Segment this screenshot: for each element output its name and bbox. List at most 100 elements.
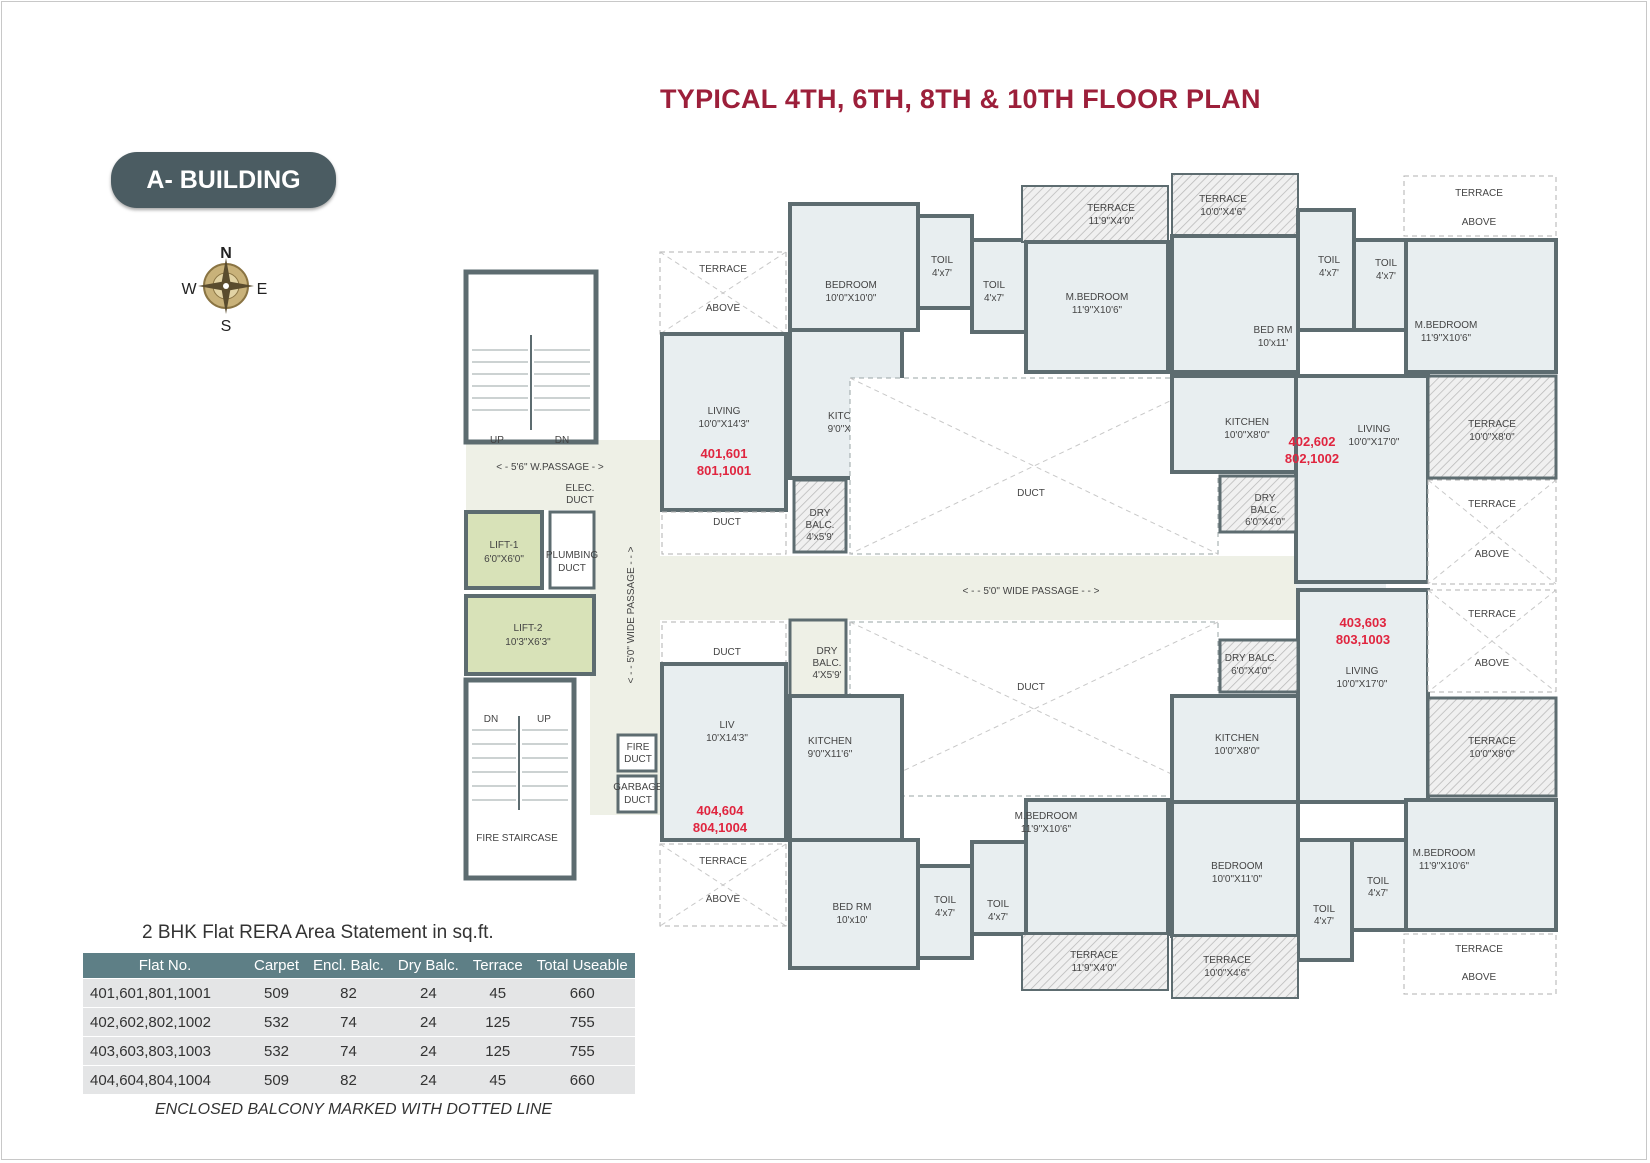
staircase-block: UP DN < - 5'6" W.PASSAGE - > ELEC. DUCT … bbox=[463, 269, 663, 881]
lift-2 bbox=[464, 594, 596, 676]
table-header-row: Flat No. Carpet Encl. Balc. Dry Balc. Te… bbox=[83, 953, 635, 979]
kitchen-label: KITCHEN bbox=[808, 736, 852, 747]
rera-area-table: Flat No. Carpet Encl. Balc. Dry Balc. Te… bbox=[83, 953, 635, 1094]
compass-n: N bbox=[220, 245, 232, 262]
terrace-2-label: TERRACE bbox=[1087, 203, 1135, 214]
dry-balc-label: DRY bbox=[810, 508, 831, 519]
flat-number: 402,602 bbox=[1289, 434, 1336, 449]
flat-number-2: 801,1001 bbox=[697, 463, 751, 478]
terrace-side-label: TERRACE bbox=[1468, 419, 1516, 430]
toilet-2-label: TOIL bbox=[983, 280, 1005, 291]
central-ducts: DUCT DUCT < - - 5'0" WIDE PASSAGE - - > bbox=[849, 377, 1219, 797]
master-bedroom-label: M.BEDROOM bbox=[1066, 292, 1129, 303]
toilet-2-label: TOIL bbox=[987, 899, 1009, 910]
terrace-2-label: TERRACE bbox=[1070, 950, 1118, 961]
toilet-1-label: TOIL bbox=[1367, 876, 1389, 887]
living-label: LIV bbox=[719, 720, 734, 731]
terrace-open-label: TERRACE bbox=[1468, 499, 1516, 510]
fire-stair-up: UP bbox=[537, 714, 551, 725]
toilet-2-label: TOIL bbox=[1375, 258, 1397, 269]
cell-terrace: 45 bbox=[465, 978, 530, 1008]
table-row: 402,602,802,1002 532 74 24 125 755 bbox=[83, 1007, 635, 1037]
cell-terrace: 125 bbox=[465, 1036, 530, 1066]
terrace-right-label: TERRACE bbox=[1455, 944, 1503, 955]
cell-dry: 24 bbox=[390, 1036, 466, 1066]
living-size: 10'X14'3" bbox=[706, 733, 748, 744]
master-bedroom-size: 11'9"X10'6" bbox=[1021, 824, 1072, 835]
master-bedroom-label: M.BEDROOM bbox=[1413, 848, 1476, 859]
toilet-1-size: 4'x7' bbox=[932, 268, 952, 279]
master-bedroom-size: 11'9"X10'6" bbox=[1419, 861, 1470, 872]
flat-number: 404,604 bbox=[697, 803, 745, 818]
header-flat-no: Flat No. bbox=[83, 953, 247, 979]
master-bedroom-size: 11'9"X10'6" bbox=[1421, 333, 1472, 344]
kitchen-label: KITCHEN bbox=[1225, 417, 1269, 428]
bedroom-label: BED RM bbox=[1254, 325, 1293, 336]
flat-number-2: 802,1002 bbox=[1285, 451, 1339, 466]
duct-top-label: DUCT bbox=[1017, 488, 1045, 499]
duct-small-top: DUCT bbox=[713, 517, 741, 528]
cell-dry: 24 bbox=[390, 1065, 466, 1094]
cell-total: 755 bbox=[529, 1036, 635, 1066]
living-label: LIVING bbox=[1346, 666, 1379, 677]
terrace-open-label: TERRACE bbox=[1468, 609, 1516, 620]
fire-staircase-label: FIRE STAIRCASE bbox=[476, 833, 558, 844]
terrace-bottom-label: TERRACE bbox=[1203, 955, 1251, 966]
header-total: Total Useable bbox=[529, 953, 635, 979]
cell-encl: 82 bbox=[306, 978, 391, 1008]
elec-label: ELEC. bbox=[566, 483, 595, 494]
cell-terrace: 45 bbox=[465, 1065, 530, 1094]
terrace-right-above: ABOVE bbox=[1462, 217, 1497, 228]
stair-dn-label: DN bbox=[555, 435, 569, 446]
cell-carpet: 509 bbox=[247, 978, 307, 1008]
cell-encl: 74 bbox=[306, 1007, 391, 1037]
flat-number: 403,603 bbox=[1340, 615, 1387, 630]
dry-balc-size: 4'x5'9' bbox=[806, 532, 834, 543]
terrace-open-above: ABOVE bbox=[1475, 549, 1510, 560]
header-encl-balc: Encl. Balc. bbox=[306, 953, 391, 979]
lift-2-label: LIFT-2 bbox=[514, 623, 543, 634]
bedroom-size: 10'0"X11'0" bbox=[1212, 874, 1263, 885]
cell-terrace: 125 bbox=[465, 1007, 530, 1037]
kitchen-size: 10'0"X8'0" bbox=[1224, 430, 1270, 441]
dry-balc-size: 6'0"X4'0" bbox=[1245, 517, 1285, 528]
table-title: 2 BHK Flat RERA Area Statement in sq.ft. bbox=[142, 922, 494, 943]
bedroom-size: 10'0"X10'0" bbox=[826, 293, 877, 304]
table-row: 404,604,804,1004 509 82 24 45 660 bbox=[83, 1065, 635, 1094]
cell-carpet: 509 bbox=[247, 1065, 307, 1094]
compass-icon: N S W E bbox=[181, 245, 267, 335]
w-passage-label: < - 5'6" W.PASSAGE - > bbox=[496, 462, 604, 473]
terrace-right-above: ABOVE bbox=[1462, 972, 1497, 983]
toilet-1-label: TOIL bbox=[934, 895, 956, 906]
wide-passage-label: < - - 5'0" WIDE PASSAGE - - > bbox=[963, 586, 1100, 597]
cell-flat: 404,604,804,1004 bbox=[83, 1065, 247, 1094]
plan-title: TYPICAL 4TH, 6TH, 8TH & 10TH FLOOR PLAN bbox=[660, 84, 1261, 114]
central-passage bbox=[660, 556, 1296, 620]
terrace-label: TERRACE bbox=[699, 264, 747, 275]
terrace-right-label: TERRACE bbox=[1455, 188, 1503, 199]
master-bedroom-size: 11'9"X10'6" bbox=[1072, 305, 1123, 316]
compass-s: S bbox=[221, 318, 232, 335]
flat-number-2: 803,1003 bbox=[1336, 632, 1390, 647]
terrace-top-label: TERRACE bbox=[1199, 194, 1247, 205]
terrace-bottom-size: 10'0"X4'6" bbox=[1204, 968, 1250, 979]
balcony-note: ENCLOSED BALCONY MARKED WITH DOTTED LINE bbox=[155, 1101, 553, 1118]
toilet-2-label: TOIL bbox=[1313, 904, 1335, 915]
compass-w: W bbox=[181, 281, 197, 298]
fire-duct-label: FIRE bbox=[627, 742, 650, 753]
cell-total: 660 bbox=[529, 978, 635, 1008]
dry-balc-label: DRY bbox=[817, 646, 838, 657]
toilet-1-size: 4'x7' bbox=[935, 908, 955, 919]
cell-total: 755 bbox=[529, 1007, 635, 1037]
cell-encl: 82 bbox=[306, 1065, 391, 1094]
terrace-top-size: 10'0"X4'6" bbox=[1200, 207, 1246, 218]
terrace-above-label: ABOVE bbox=[706, 894, 741, 905]
cell-dry: 24 bbox=[390, 978, 466, 1008]
lift-2-size: 10'3"X6'3" bbox=[505, 637, 551, 648]
stair-up-label: UP bbox=[490, 435, 504, 446]
dry-balc-label-2: BALC. bbox=[806, 520, 835, 531]
lift-1 bbox=[464, 510, 544, 590]
dry-balc-size: 4'X5'9' bbox=[812, 670, 841, 681]
garbage-label: GARBAGE bbox=[613, 782, 663, 793]
